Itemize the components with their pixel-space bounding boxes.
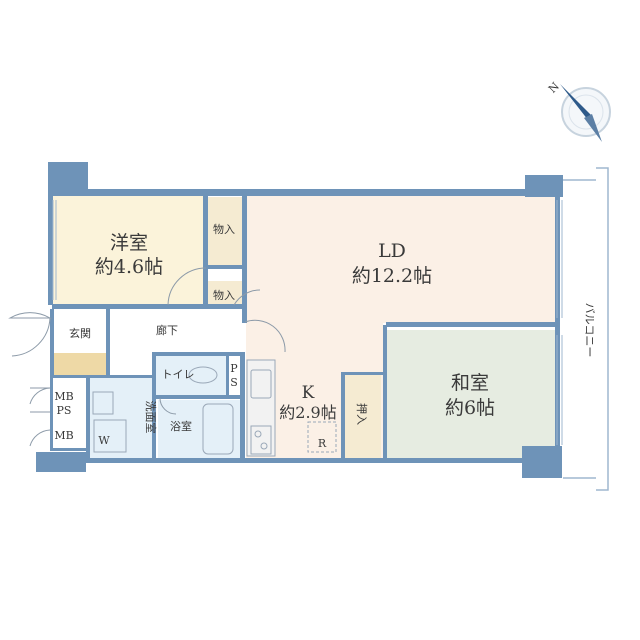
bathtub — [202, 403, 234, 455]
washer-pan — [93, 419, 127, 453]
hallway-label: 廊下 — [156, 323, 178, 337]
mb-label: MB — [54, 429, 73, 442]
western-room-name: 洋室 — [110, 232, 148, 254]
toilet-label: トイレ — [162, 368, 195, 381]
mbps-mb-label: MB — [54, 390, 73, 403]
toilet-fixture — [188, 366, 218, 384]
ps-s-label: S — [230, 376, 238, 389]
washer-label: W — [98, 434, 110, 447]
walls — [36, 162, 563, 478]
entrance-label: 玄関 — [69, 326, 91, 340]
compass-icon — [560, 84, 611, 142]
stove — [250, 425, 272, 455]
entrance-floor — [54, 353, 106, 375]
ld-floor — [246, 193, 556, 323]
kitchen-counter — [246, 359, 276, 457]
burner — [260, 442, 268, 450]
japanese-room-area: 約6帖 — [445, 397, 495, 419]
western-room-area: 約4.6帖 — [95, 256, 163, 278]
storage-upper-label: 物入 — [213, 222, 235, 236]
ld-area: 約12.2帖 — [352, 265, 432, 287]
storage-upper-text: 物入 — [213, 222, 235, 236]
balcony — [563, 167, 609, 491]
fridge-space — [307, 421, 337, 453]
storage-upper-floor — [206, 197, 242, 265]
ld-name: LD — [378, 240, 406, 262]
oshiire-label: 押入 — [355, 403, 369, 425]
storage-lower-floor — [206, 281, 242, 308]
door-swings — [8, 267, 286, 447]
burner — [254, 430, 262, 438]
washroom-label: 洗面室 — [144, 401, 158, 434]
toilet-floor — [155, 355, 227, 395]
washbasin — [92, 391, 114, 415]
ps-p-label: P — [230, 362, 238, 375]
oshiire-floor — [343, 374, 381, 460]
bathroom-floor — [158, 400, 240, 460]
kitchen-sink — [250, 369, 272, 399]
japanese-room-name: 和室 — [451, 372, 489, 394]
windows — [52, 200, 563, 445]
kitchen-name: K — [302, 383, 315, 403]
bathroom-label: 浴室 — [170, 419, 192, 433]
washroom-floor — [90, 378, 152, 460]
storage-lower-label: 物入 — [213, 288, 235, 302]
kitchen-area: 約2.9帖 — [279, 403, 336, 422]
balcony-label: バルコニー — [583, 303, 596, 358]
western-room-floor — [52, 193, 206, 306]
compass-north-label: N — [546, 80, 562, 96]
mbps-ps-label: PS — [57, 404, 72, 417]
japanese-room-floor — [386, 330, 556, 460]
kitchen-r-label: R — [318, 437, 327, 450]
